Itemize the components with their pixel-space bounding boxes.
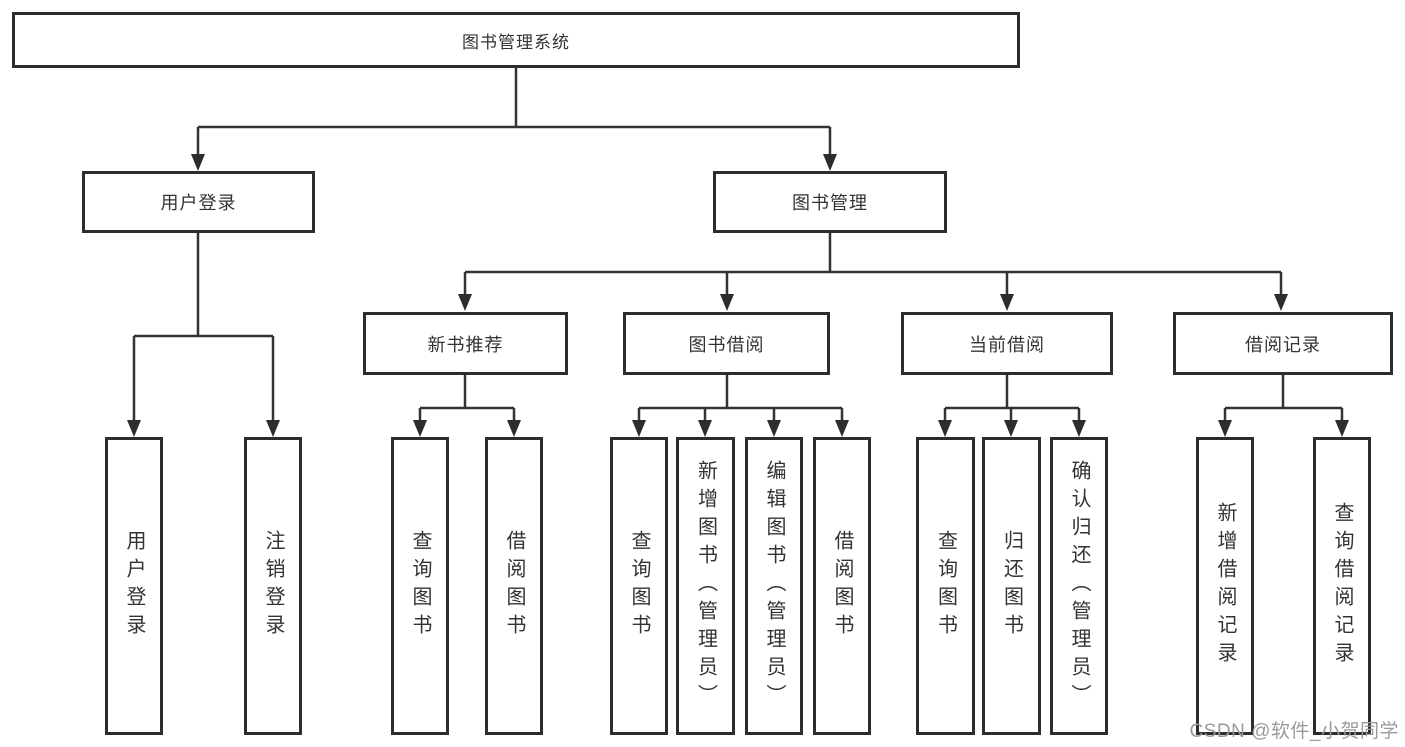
node-user-login: 用户登录 — [82, 171, 315, 233]
leaf-return-books: 归还图书 — [982, 437, 1041, 735]
node-label: 查询借阅记录 — [1331, 502, 1353, 670]
connector-root-to-level2 — [196, 68, 832, 158]
arrowhead-icon — [1335, 420, 1349, 437]
arrowhead-icon — [1000, 294, 1014, 311]
node-new-book-recommend: 新书推荐 — [363, 312, 568, 375]
node-label: 查询图书 — [628, 530, 650, 642]
connector-current-to-leaves — [943, 375, 1081, 424]
arrowhead-icon — [127, 420, 141, 437]
node-label: 确认归还（管理员） — [1068, 460, 1090, 712]
node-label: 用户登录 — [160, 193, 237, 213]
node-label: 编辑图书（管理员） — [763, 460, 785, 712]
arrowhead-icon — [767, 420, 781, 437]
arrowhead-icon — [835, 420, 849, 437]
node-label: 归还图书 — [1000, 530, 1023, 642]
node-label: 用户登录 — [123, 530, 145, 642]
connector-borrow-to-leaves — [637, 375, 844, 424]
leaf-query-borrow-record: 查询借阅记录 — [1313, 437, 1371, 735]
connector-recommend-to-leaves — [418, 375, 516, 424]
node-label: 新增图书（管理员） — [694, 460, 717, 712]
arrowhead-icon — [458, 294, 472, 311]
node-current-borrow: 当前借阅 — [901, 312, 1113, 375]
arrowhead-icon — [1072, 420, 1086, 437]
leaf-borrow-books-recommend: 借阅图书 — [485, 437, 543, 735]
node-label: 查询图书 — [934, 530, 957, 642]
connector-mgmt-to-level3 — [463, 233, 1283, 298]
leaf-user-login: 用户登录 — [105, 437, 163, 735]
node-label: 图书管理 — [792, 193, 868, 213]
node-label: 图书借阅 — [688, 334, 765, 355]
arrowhead-icon — [698, 420, 712, 437]
arrowhead-icon — [823, 154, 837, 171]
leaf-confirm-return-admin: 确认归还（管理员） — [1050, 437, 1108, 735]
connector-records-to-leaves — [1223, 375, 1344, 424]
node-library-management-system: 图书管理系统 — [12, 12, 1020, 68]
arrowhead-icon — [191, 154, 205, 171]
node-label: 注销登录 — [262, 530, 284, 642]
arrowhead-icon — [1004, 420, 1018, 437]
leaf-borrow-books: 借阅图书 — [813, 437, 871, 735]
node-label: 借阅图书 — [503, 530, 525, 642]
node-label: 查询图书 — [409, 530, 431, 642]
node-book-management: 图书管理 — [713, 171, 947, 233]
leaf-query-books-recommend: 查询图书 — [391, 437, 449, 735]
node-book-borrow: 图书借阅 — [623, 312, 830, 375]
connector-login-to-leaves — [132, 233, 275, 424]
node-label: 借阅记录 — [1245, 334, 1321, 355]
leaf-query-books-current: 查询图书 — [916, 437, 975, 735]
arrowheads — [127, 154, 1349, 437]
arrowhead-icon — [507, 420, 521, 437]
node-label: 新书推荐 — [427, 334, 504, 355]
node-label: 图书管理系统 — [462, 32, 570, 52]
arrowhead-icon — [1274, 294, 1288, 311]
leaf-add-books-admin: 新增图书（管理员） — [676, 437, 735, 735]
arrowhead-icon — [938, 420, 952, 437]
node-label: 当前借阅 — [969, 334, 1045, 355]
node-borrow-records: 借阅记录 — [1173, 312, 1393, 375]
leaf-edit-books-admin: 编辑图书（管理员） — [745, 437, 803, 735]
arrowhead-icon — [632, 420, 646, 437]
leaf-logout: 注销登录 — [244, 437, 302, 735]
node-label: 新增借阅记录 — [1214, 502, 1236, 670]
node-label: 借阅图书 — [831, 530, 853, 642]
arrowhead-icon — [266, 420, 280, 437]
leaf-query-books-borrow: 查询图书 — [610, 437, 668, 735]
csdn-watermark: CSDN @软件_小贺同学 — [1189, 721, 1399, 742]
arrowhead-icon — [1218, 420, 1232, 437]
arrowhead-icon — [720, 294, 734, 311]
arrowhead-icon — [413, 420, 427, 437]
leaf-add-borrow-record: 新增借阅记录 — [1196, 437, 1254, 735]
